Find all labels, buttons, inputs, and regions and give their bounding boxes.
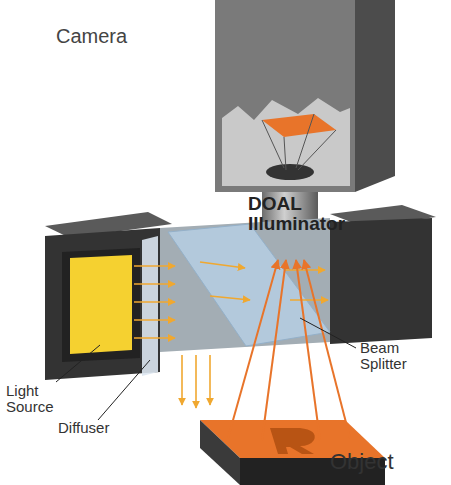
leader-lines (56, 318, 356, 420)
part-label: DOAL Illuminator (248, 194, 360, 234)
part-label: Light Source (6, 383, 66, 415)
reflected-rays (228, 260, 350, 440)
diffuser-plate (142, 236, 158, 376)
illuminator-housing (45, 205, 436, 380)
sensor-image (262, 114, 336, 137)
camera-body (215, 0, 395, 192)
part-label: Object (330, 450, 440, 473)
light-source (70, 255, 132, 354)
part-label: Beam Splitter (360, 340, 430, 372)
part-label: Diffuser (58, 420, 148, 436)
part-label: Camera (56, 26, 176, 47)
embossed-mark (270, 428, 315, 454)
